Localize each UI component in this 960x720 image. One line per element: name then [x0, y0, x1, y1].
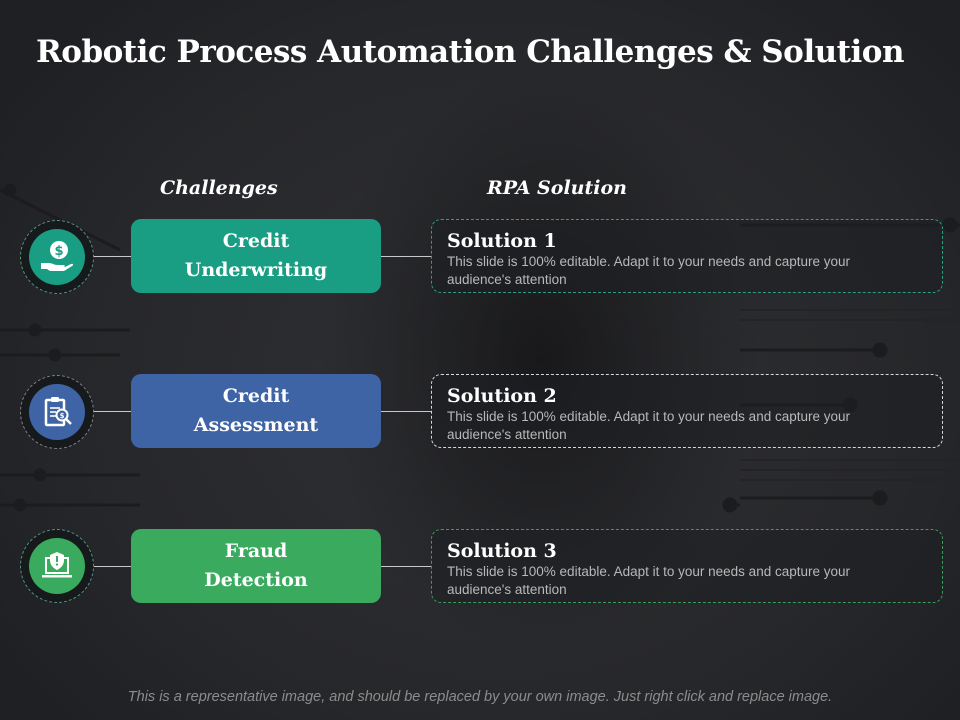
rpa-solution-header: RPA Solution	[487, 177, 627, 199]
challenge-label-line2: Detection	[204, 569, 308, 591]
connector-line	[381, 566, 431, 567]
connector-line	[94, 256, 131, 257]
challenge-credit-assessment: Credit Assessment	[131, 374, 381, 448]
image-disclaimer-footer: This is a representative image, and shou…	[127, 689, 833, 705]
challenge-label-line2: Underwriting	[184, 259, 328, 281]
solution-card-3: Solution 3 This slide is 100% editable. …	[431, 529, 943, 603]
svg-text:$: $	[54, 244, 63, 259]
solution-title: Solution 2	[447, 385, 557, 407]
solution-card-1: Solution 1 This slide is 100% editable. …	[431, 219, 943, 293]
laptop-shield-icon	[29, 538, 85, 594]
challenge-label-line1: Credit	[222, 230, 290, 252]
challenges-header: Challenges	[160, 177, 278, 199]
svg-text:$: $	[60, 412, 65, 420]
challenge-fraud-detection: Fraud Detection	[131, 529, 381, 603]
connector-line	[381, 411, 431, 412]
solution-description: This slide is 100% editable. Adapt it to…	[447, 564, 850, 597]
connector-line	[94, 566, 131, 567]
challenge-icon-ring-2: $	[20, 375, 94, 449]
challenge-icon-ring-3	[20, 529, 94, 603]
connector-line	[381, 256, 431, 257]
challenge-label-line2: Assessment	[193, 414, 319, 436]
solution-card-2: Solution 2 This slide is 100% editable. …	[431, 374, 943, 448]
challenge-label-line1: Fraud	[224, 540, 288, 562]
solution-title: Solution 3	[447, 540, 557, 562]
solution-description: This slide is 100% editable. Adapt it to…	[447, 409, 850, 442]
connector-line	[94, 411, 131, 412]
solution-title: Solution 1	[447, 230, 557, 252]
money-hand-icon: $	[29, 229, 85, 285]
clipboard-search-icon: $	[29, 384, 85, 440]
solution-description: This slide is 100% editable. Adapt it to…	[447, 254, 850, 287]
challenge-label-line1: Credit	[222, 385, 290, 407]
challenge-credit-underwriting: Credit Underwriting	[131, 219, 381, 293]
slide-title: Robotic Process Automation Challenges & …	[36, 34, 904, 70]
challenge-icon-ring-1: $	[20, 220, 94, 294]
